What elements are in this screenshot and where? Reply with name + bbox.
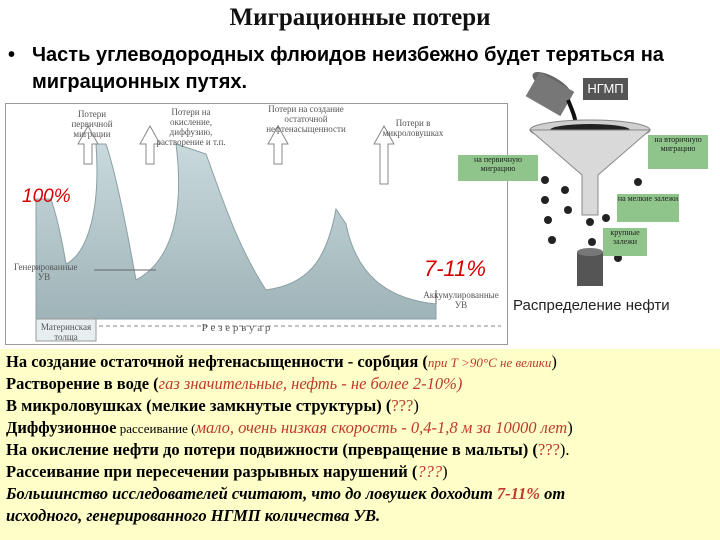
ngmp-label: НГМП [583, 78, 628, 100]
secondary-migration-box: на вторичную миграцию [648, 135, 708, 169]
factor-diffusion: Диффузионное рассеивание (мало, очень ни… [6, 418, 573, 437]
large-deposits-box: крупные залежи [603, 228, 647, 256]
funnel-illustration [525, 71, 652, 286]
conclusion-line-1: Большинство исследователей считают, что … [6, 484, 566, 503]
percent-start: 100% [22, 186, 71, 207]
bullet-text: Часть углеводородных флюидов неизбежно б… [32, 44, 664, 93]
loss-factors-block: На создание остаточной нефтенасыщенности… [0, 349, 720, 540]
primary-migration-box: на первичную миграцию [458, 155, 538, 181]
barrel-icon [525, 71, 575, 117]
label-source-rock: Материнская толща [40, 322, 92, 342]
loss-flow-graphic [35, 124, 501, 342]
source-layer [35, 318, 97, 342]
collecting-barrel-icon [577, 248, 603, 286]
arrow-micro [373, 124, 395, 185]
arrow-residual [267, 124, 289, 165]
conclusion-line-2: исходного, генерированного НГМП количест… [6, 506, 381, 525]
funnel-caption: Распределение нефти [513, 297, 670, 314]
label-primary-loss: Потери первичной миграции [71, 109, 113, 139]
arrow-oxidation [139, 124, 161, 165]
label-residual-loss: Потери на создание остаточной нефтенасыщ… [266, 104, 346, 134]
small-deposits-box: на мелкие залежи [617, 194, 679, 222]
arrow-primary [77, 124, 99, 165]
factor-microtraps: В микроловушках (мелкие замкнутые структ… [6, 396, 419, 415]
oil-drops [541, 176, 642, 262]
funnel-body [528, 129, 652, 216]
factor-oxidation: На окисление нефти до потери подвижности… [6, 440, 570, 459]
factor-faults: Рассеивание при пересечении разрывных на… [6, 462, 448, 481]
label-accumulated: Аккумулированные УВ [423, 290, 499, 310]
bullet-icon: • [8, 44, 16, 66]
label-micro-loss: Потери в микроловушках [382, 118, 444, 138]
label-generated: Генерированные УВ [14, 262, 78, 282]
migration-loss-diagram: Потери первичной миграции Потери на окис… [5, 103, 508, 345]
percent-end: 7-11% [424, 256, 486, 281]
page-title: Миграционные потери [229, 4, 491, 31]
main-flow [35, 143, 437, 320]
label-oxidation-loss: Потери на окисление, диффузию, растворен… [156, 107, 226, 147]
label-reservoir: Р е з е р в у а р [201, 322, 271, 334]
factor-water: Растворение в воде (газ значительные, не… [6, 374, 463, 393]
factor-residual: На создание остаточной нефтенасыщенности… [6, 352, 557, 371]
